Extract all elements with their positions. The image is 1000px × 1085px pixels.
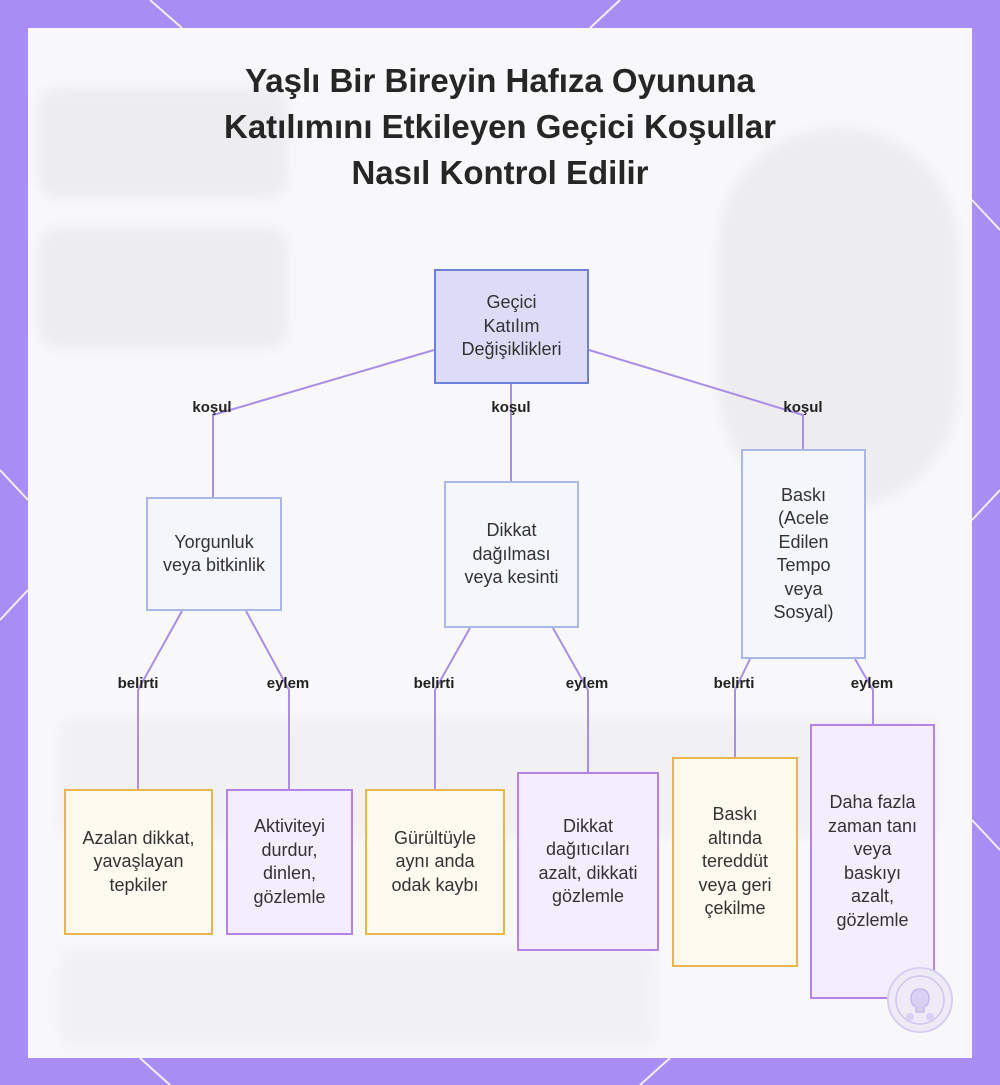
condition-node-distraction: Dikkat dağılması veya kesinti	[444, 481, 579, 628]
edge-condition-2-to-action	[552, 627, 589, 772]
edge-condition-2-to-symptom	[434, 627, 471, 789]
root-node: Geçici Katılım Değişiklikleri	[434, 269, 589, 384]
edge-condition-1-to-action	[245, 610, 290, 789]
edge-condition-3-to-symptom	[734, 658, 751, 757]
edge-label-condition-2: koşul	[491, 399, 531, 416]
edge-label-action-2: eylem	[565, 675, 609, 692]
diagram-title: Yaşlı Bir Bireyin Hafıza Oyununa Katılım…	[0, 58, 1000, 196]
action-node-pressure: Daha fazla zaman tanı veya baskıyı azalt…	[810, 724, 935, 999]
title-line-2: Katılımını Etkileyen Geçici Koşullar	[223, 108, 777, 145]
title-line-1: Yaşlı Bir Bireyin Hafıza Oyununa	[245, 62, 755, 99]
edge-label-action-3: eylem	[850, 675, 894, 692]
edge-label-symptom-3: belirti	[713, 675, 755, 692]
action-node-distraction: Dikkat dağıtıcıları azalt, dikkati gözle…	[517, 772, 659, 951]
edge-label-condition-1: koşul	[192, 399, 232, 416]
symptom-node-fatigue: Azalan dikkat, yavaşlayan tepkiler	[64, 789, 213, 935]
symptom-node-pressure: Baskı altında tereddüt veya geri çekilme	[672, 757, 798, 967]
symptom-node-distraction: Gürültüyle aynı anda odak kaybı	[365, 789, 505, 935]
condition-node-fatigue: Yorgunluk veya bitkinlik	[146, 497, 282, 611]
title-line-3: Nasıl Kontrol Edilir	[351, 154, 649, 191]
edge-label-action-1: eylem	[266, 675, 310, 692]
edge-condition-1-to-symptom	[137, 610, 183, 789]
edge-label-symptom-1: belirti	[117, 675, 159, 692]
edge-condition-3-to-action	[854, 658, 874, 724]
edge-root-to-condition-3	[588, 349, 804, 449]
brand-logo-icon	[887, 967, 953, 1033]
action-node-fatigue: Aktiviteyi durdur, dinlen, gözlemle	[226, 789, 353, 935]
edge-label-condition-3: koşul	[783, 399, 823, 416]
edge-label-symptom-2: belirti	[413, 675, 455, 692]
edge-root-to-condition-1	[212, 349, 435, 497]
condition-node-pressure: Baskı (Acele Edilen Tempo veya Sosyal)	[741, 449, 866, 659]
